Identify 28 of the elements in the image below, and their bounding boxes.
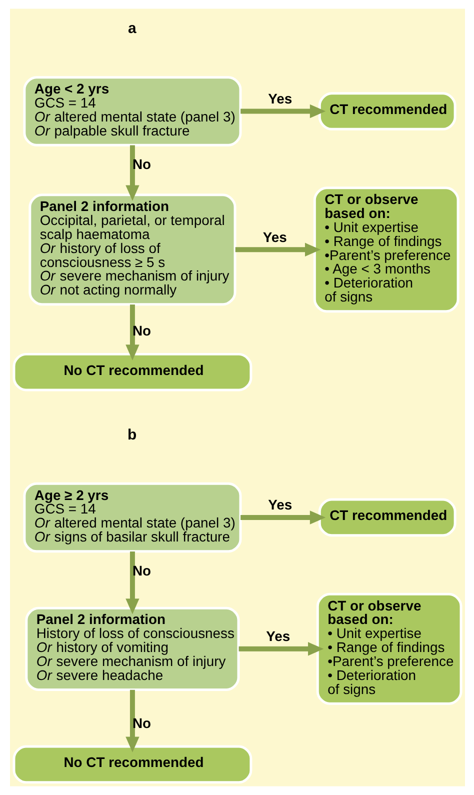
edge-label: Yes bbox=[268, 90, 292, 106]
node-box: CT or observe based on: • Unit expertise • Range of findings •Parent’s preference • Age < 3 months • Deterioration of signs bbox=[312, 186, 459, 313]
node-box: CT or observe based on: • Unit expertise • Range of findings •Parent’s preference • Deterioration of signs bbox=[316, 592, 462, 705]
node-box: Panel 2 information History of loss of consciousness Or history of vomiting Or severe mechanism of injury Or severe headache bbox=[24, 606, 240, 691]
arrow bbox=[125, 690, 139, 752]
label: a bbox=[127, 20, 136, 38]
node-box: Panel 2 information Occipital, parietal, or temporal scalp haematoma Or history of loss of consciousness ≥ 5 s Or severe mechanism of injury Or not acting normally bbox=[28, 194, 236, 306]
edge-label: Yes bbox=[268, 496, 292, 513]
edge-label: Yes bbox=[266, 628, 290, 644]
node-box: CT recommended bbox=[318, 498, 456, 537]
edge-label: Yes bbox=[262, 228, 286, 245]
label: b bbox=[126, 426, 136, 444]
arrow bbox=[240, 510, 326, 524]
edge-label: No bbox=[132, 714, 151, 731]
edge-label: No bbox=[132, 562, 151, 578]
arrow bbox=[125, 145, 139, 201]
arrow bbox=[238, 642, 324, 656]
arrow bbox=[240, 104, 326, 118]
arrow bbox=[125, 304, 139, 360]
node-box: Age < 2 yrs GCS = 14 Or altered mental state (panel 3) Or palpable skull fracture bbox=[22, 76, 242, 146]
edge-label: No bbox=[132, 156, 151, 172]
node-box: No CT recommended bbox=[12, 745, 252, 784]
node-box: No CT recommended bbox=[12, 352, 252, 392]
node-box: CT recommended bbox=[318, 92, 456, 130]
node-box: Age ≥ 2 yrs GCS = 14 Or altered mental state (panel 3) Or signs of basilar skull fracture bbox=[22, 482, 242, 553]
arrow bbox=[125, 551, 139, 614]
edge-label: No bbox=[132, 322, 151, 338]
arrow bbox=[234, 242, 320, 256]
